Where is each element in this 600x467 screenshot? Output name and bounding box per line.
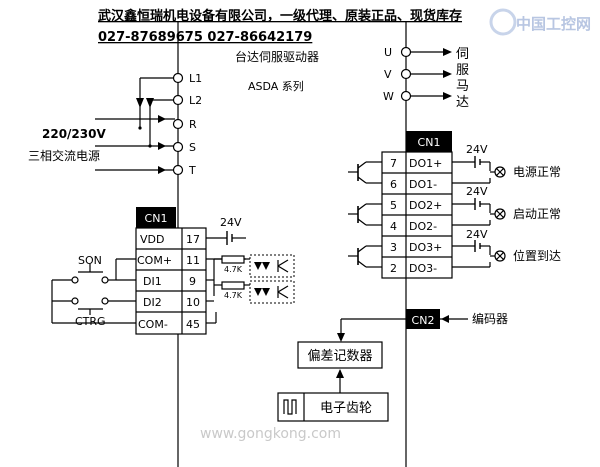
out-do1p: DO1+ — [409, 157, 442, 170]
cn1-row-di2: DI2 — [143, 296, 162, 309]
terminal-s: S — [189, 141, 196, 154]
cn2-title: CN2 — [412, 314, 435, 327]
output-transistors — [348, 161, 382, 268]
drive-series: ASDA 系列 — [248, 79, 304, 93]
motor-char-2: 服 — [456, 63, 469, 78]
watermark-logo: 中国工控网 — [489, 8, 591, 36]
cn1-pin-17: 17 — [186, 233, 200, 246]
cn1-input-connector: CN1 VDD 17 COM+ 11 DI1 9 DI2 10 COM- 45 — [135, 207, 207, 335]
watermark-url: www.gongkong.com — [200, 426, 341, 442]
out-do3m: DO3- — [409, 262, 437, 275]
electronic-gear-label: 电子齿轮 — [320, 401, 372, 416]
supply-voltage: 220/230V — [42, 127, 106, 141]
cn1-row-comp: COM+ — [137, 254, 172, 267]
pulse-icon — [283, 399, 297, 415]
cn1-output-title: CN1 — [418, 136, 441, 149]
switch-ctrg-label: CTRG — [75, 315, 106, 328]
cn1-pin-10: 10 — [186, 296, 200, 309]
out-pin-6: 6 — [390, 178, 397, 191]
output-loads: 24V 24V 24V 电源正常 启动正常 — [452, 143, 561, 268]
cn1-pin-45: 45 — [186, 318, 200, 331]
motor-char-4: 达 — [456, 95, 469, 110]
motor-terminals: U V W 伺 服 马 达 — [383, 46, 469, 110]
drive-title: 台达伺服驱动器 — [235, 49, 319, 64]
out-do1m: DO1- — [409, 178, 437, 191]
terminal-l1: L1 — [189, 72, 202, 85]
terminal-l2: L2 — [189, 94, 202, 107]
resistor-2-label: 4.7K — [224, 291, 243, 300]
out-pin-7: 7 — [390, 157, 397, 170]
cn1-row-vdd: VDD — [140, 233, 164, 246]
motor-char-1: 伺 — [456, 47, 469, 62]
cn1-input-supply: 24V — [220, 216, 242, 229]
deviation-counter-label: 偏差记数器 — [307, 349, 372, 364]
out-supply-2: 24V — [466, 185, 488, 198]
terminal-u: U — [384, 46, 392, 59]
encoder-label: 编码器 — [472, 311, 508, 326]
out-do3p: DO3+ — [409, 241, 442, 254]
out-supply-1: 24V — [466, 143, 488, 156]
motor-char-3: 马 — [456, 79, 469, 94]
out-pin-5: 5 — [390, 199, 397, 212]
out-do2p: DO2+ — [409, 199, 442, 212]
out-pin-3: 3 — [390, 241, 397, 254]
cn2-connector: CN2 编码器 — [337, 309, 508, 342]
watermark-logo-text: 中国工控网 — [516, 15, 591, 33]
resistor-1-label: 4.7K — [224, 265, 243, 274]
supply-label: 三相交流电源 — [28, 148, 100, 163]
cn1-row-di1: DI1 — [143, 275, 162, 288]
input-circuit: 24V 4.7K 4.7K — [206, 216, 295, 324]
company-banner: 武汉鑫恒瑞机电设备有限公司，一级代理、原装正品、现货库存 — [98, 8, 462, 24]
external-switches: SON CTRG — [51, 254, 136, 328]
lamp-position-reached: 位置到达 — [513, 248, 561, 263]
lamp-start-ok: 启动正常 — [513, 207, 561, 221]
internal-blocks: 偏差记数器 电子齿轮 — [277, 341, 389, 422]
cn1-row-comm: COM- — [138, 318, 168, 331]
switch-son-label: SON — [78, 254, 102, 267]
out-supply-3: 24V — [466, 228, 488, 241]
company-phone: 027-87689675 027-86642179 — [98, 30, 312, 45]
cn1-pin-9: 9 — [189, 275, 196, 288]
out-pin-2: 2 — [390, 262, 397, 275]
terminal-r: R — [189, 118, 197, 131]
terminal-v: V — [384, 68, 392, 81]
deviation-counter-block — [297, 341, 383, 369]
terminal-w: W — [383, 90, 394, 103]
lamp-power-ok: 电源正常 — [513, 165, 561, 179]
cn1-pin-11: 11 — [186, 254, 200, 267]
terminal-t: T — [188, 164, 196, 177]
out-do2m: DO2- — [409, 220, 437, 233]
out-pin-4: 4 — [390, 220, 397, 233]
power-terminals: L1 L2 R S T — [95, 72, 202, 177]
cn1-output-connector: CN1 7 DO1+ 6 DO1- 5 DO2+ 4 DO2- 3 DO3+ 2… — [381, 131, 453, 279]
cn1-input-title: CN1 — [145, 212, 168, 225]
